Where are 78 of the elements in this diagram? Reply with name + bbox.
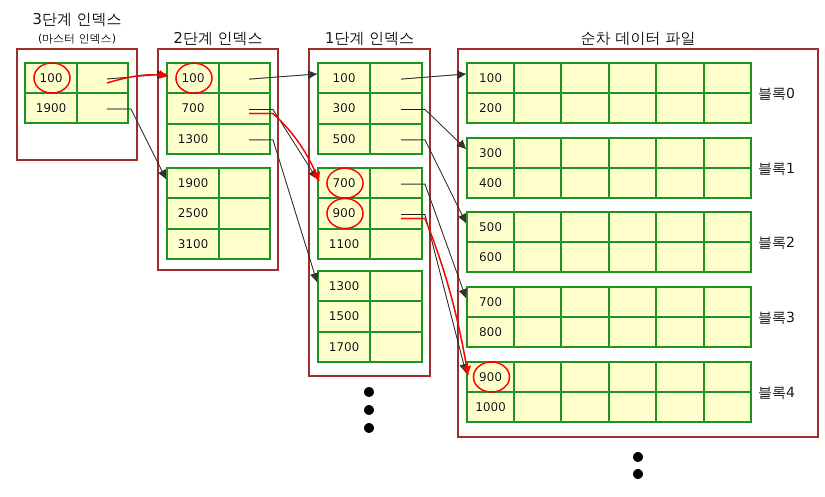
table-row <box>319 64 421 94</box>
table-row <box>468 139 750 169</box>
panel-title: 1단계 인덱스 <box>324 29 416 48</box>
table-row <box>168 230 269 260</box>
arrow <box>400 109 466 150</box>
table-row <box>26 94 127 124</box>
key-value: 400 <box>468 169 515 197</box>
table-row <box>319 94 421 125</box>
panel-title: 3단계 인덱스 <box>31 10 123 29</box>
key-value: 800 <box>468 318 515 346</box>
key-value: 300 <box>319 94 371 123</box>
key-value: 1100 <box>319 230 371 258</box>
block-label: 블록4 <box>758 384 795 402</box>
table-row <box>468 393 750 423</box>
key-value: 3100 <box>168 230 220 258</box>
panel-subtitle: (마스터 인덱스) <box>36 31 118 46</box>
panel-title: 순차 데이터 파일 <box>580 29 696 48</box>
key-value: 1700 <box>319 332 371 361</box>
record-block <box>317 270 423 363</box>
table-row <box>468 213 750 243</box>
table-row <box>168 169 269 200</box>
table-row <box>168 199 269 230</box>
arrow <box>400 70 466 80</box>
panel-title: 2단계 인덱스 <box>172 29 264 48</box>
table-row <box>468 288 750 318</box>
arrow <box>248 70 318 80</box>
block-label: 블록2 <box>758 234 795 252</box>
record-block <box>317 62 423 155</box>
key-value: 100 <box>168 64 220 92</box>
key-value: 1300 <box>319 272 371 300</box>
key-value: 100 <box>468 64 515 92</box>
block-label: 블록0 <box>758 85 795 103</box>
arrow <box>400 139 466 224</box>
table-row <box>468 169 750 199</box>
key-value: 700 <box>168 94 220 123</box>
key-value: 1900 <box>168 169 220 198</box>
block-label: 블록3 <box>758 309 795 327</box>
key-value: 500 <box>468 213 515 241</box>
record-block <box>24 62 129 124</box>
key-value: 200 <box>468 94 515 122</box>
key-value: 700 <box>468 288 515 316</box>
key-value: 2500 <box>168 199 220 228</box>
table-row <box>468 243 750 273</box>
table-row <box>319 230 421 260</box>
table-row <box>319 169 421 200</box>
block-label: 블록1 <box>758 160 795 178</box>
arrow <box>106 108 166 180</box>
key-value: 500 <box>319 124 371 153</box>
key-value: 1500 <box>319 302 371 331</box>
arrow <box>248 139 319 282</box>
key-value: 300 <box>468 139 515 167</box>
table-row <box>319 272 421 302</box>
table-row <box>319 124 421 155</box>
record-block <box>166 62 271 155</box>
key-value: 600 <box>468 243 515 271</box>
key-value: 1900 <box>26 94 78 122</box>
table-row <box>319 302 421 333</box>
table-row <box>468 94 750 124</box>
table-row <box>168 124 269 155</box>
table-row <box>26 64 127 94</box>
table-row <box>468 64 750 94</box>
arrow <box>400 184 468 298</box>
table-row <box>319 199 421 230</box>
table-row <box>168 64 269 94</box>
table-row <box>468 363 750 393</box>
key-value: 1300 <box>168 124 220 153</box>
key-value: 700 <box>319 169 371 198</box>
record-block <box>317 167 423 260</box>
key-value: 100 <box>26 64 78 92</box>
key-value: 900 <box>468 363 515 391</box>
table-row <box>168 94 269 125</box>
key-value: 100 <box>319 64 371 92</box>
table-row <box>468 318 750 348</box>
key-value: 1000 <box>468 393 515 421</box>
key-value: 900 <box>319 199 371 228</box>
table-row <box>319 332 421 363</box>
arrow <box>106 70 168 84</box>
record-block <box>166 167 271 260</box>
